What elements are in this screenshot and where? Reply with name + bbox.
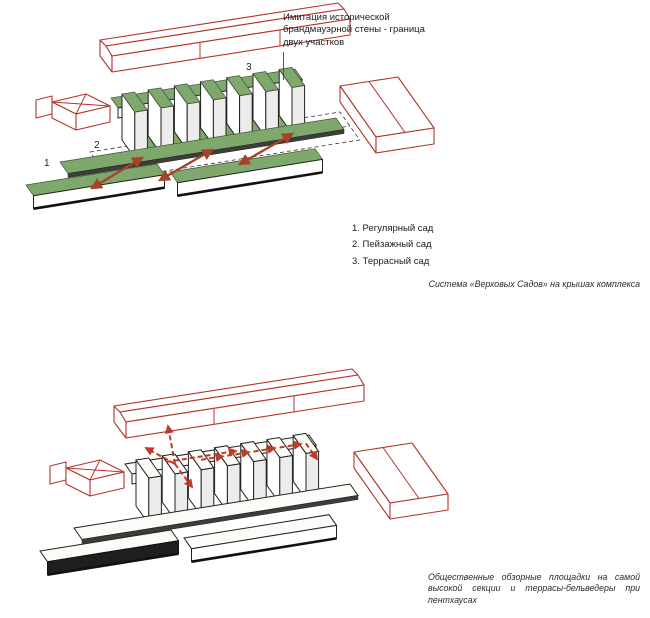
marker-2: 2 <box>94 140 100 151</box>
firewall-annotation: Имитация исторической брандмауэрной стен… <box>283 12 425 48</box>
legend-item-landscape: 2. Пейзажный сад <box>352 239 432 251</box>
historic-context-buildings <box>35 2 435 154</box>
legend-item-regular: 1. Регулярный сад <box>352 223 434 234</box>
top-diagram-caption: Система «Верховых Садов» на крышах компл… <box>428 279 640 289</box>
front-strip-buildings <box>39 483 359 576</box>
marker-3: 3 <box>246 62 252 73</box>
marker-1: 1 <box>44 158 50 169</box>
garden-path-arrows <box>89 132 295 190</box>
historic-context-buildings <box>49 368 449 520</box>
roof-gardens-axonometric <box>25 2 435 210</box>
viewpoint-route-arrows <box>144 424 319 489</box>
legend-item-terraced: 3. Террасный сад <box>352 255 430 267</box>
bottom-diagram-caption: Общественные обзорные площадки на самой … <box>428 572 640 605</box>
viewpoints-axonometric <box>39 368 449 576</box>
garden-legend: 1. Регулярный сад 2. Пейзажный сад 3. Те… <box>352 223 433 272</box>
